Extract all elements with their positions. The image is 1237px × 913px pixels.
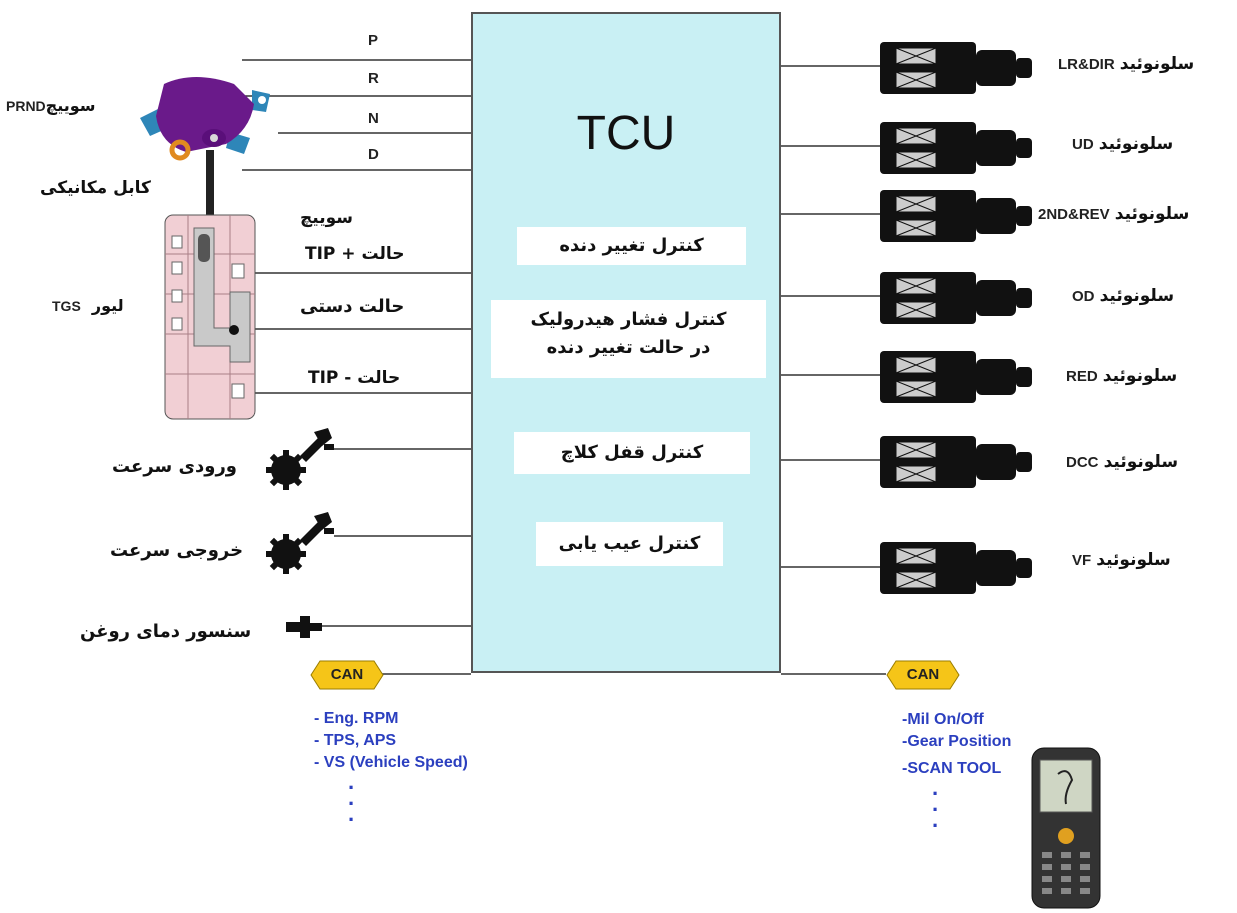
manual-mode-label: حالت دستی bbox=[300, 296, 405, 317]
speed-in-label: ورودی سرعت bbox=[112, 456, 237, 477]
tgs-lever-icon bbox=[164, 214, 256, 420]
solenoid-label-red: RED سلونوئید bbox=[1066, 366, 1177, 386]
signal-r-label: R bbox=[368, 70, 379, 87]
can-tag-right: CAN bbox=[886, 660, 960, 690]
signal-d-label: D bbox=[368, 146, 379, 163]
solenoid-ud-icon bbox=[880, 122, 1032, 174]
tcu-title: TCU bbox=[576, 107, 676, 160]
solenoid-2nd-rev-icon bbox=[880, 190, 1032, 242]
lever-word: لیور bbox=[91, 296, 124, 315]
mechanical-cable bbox=[206, 150, 214, 216]
solenoid-label-dcc: DCC سلونوئید bbox=[1066, 452, 1178, 472]
cable-label: کابل مکانیکی bbox=[40, 178, 151, 198]
solenoid-label-lr-dir: LR&DIR سلونوئید bbox=[1058, 54, 1194, 74]
solenoid-word: سلونوئید bbox=[1099, 286, 1175, 306]
can-right-label: CAN bbox=[906, 666, 940, 683]
oil-temp-sensor-icon bbox=[286, 616, 322, 638]
scan-tool-icon bbox=[1031, 747, 1101, 909]
function-hydraulic-pressure-control: کنترل فشار هیدرولیک در حالت تغییر دنده bbox=[491, 300, 766, 378]
tip-plus-label: حالت + TIP bbox=[305, 244, 405, 264]
can-right-item: -Mil On/Off bbox=[902, 711, 984, 728]
solenoid-code: OD bbox=[1072, 288, 1095, 305]
prnd-switch-icon bbox=[140, 77, 270, 161]
prnd-code: PRND bbox=[6, 98, 46, 114]
can-left-label: CAN bbox=[330, 666, 364, 683]
solenoid-word: سلونوئید bbox=[1098, 134, 1174, 154]
solenoid-red-icon bbox=[880, 351, 1032, 403]
solenoid-code: UD bbox=[1072, 136, 1094, 153]
solenoid-word: سلونوئید bbox=[1103, 452, 1179, 472]
solenoid-label-od: OD سلونوئید bbox=[1072, 286, 1174, 306]
oil-temp-label: سنسور دمای روغن bbox=[80, 621, 252, 642]
solenoid-code: RED bbox=[1066, 368, 1098, 385]
can-left-more-dots: ··· bbox=[348, 775, 356, 832]
solenoid-word: سلونوئید bbox=[1119, 54, 1195, 74]
can-right-item: -Gear Position bbox=[902, 733, 1012, 750]
solenoid-word: سلونوئید bbox=[1096, 550, 1171, 570]
solenoid-label-2nd-rev: 2ND&REV سلونوئید bbox=[1038, 204, 1189, 224]
lever-code: TGS bbox=[52, 298, 81, 314]
lever-label: TGS لیور bbox=[52, 296, 124, 315]
solenoid-label-vf: VF سلونوئید bbox=[1072, 550, 1171, 570]
prnd-switch-word: سوییچ bbox=[45, 96, 96, 115]
solenoid-lr-dir-icon bbox=[880, 42, 1032, 94]
input-speed-sensor-icon bbox=[266, 428, 334, 490]
can-tag-left: CAN bbox=[310, 660, 384, 690]
tip-minus-label: حالت - TIP bbox=[308, 368, 401, 388]
prnd-switch-label: PRNDسوییچ bbox=[6, 96, 96, 115]
function-shift-control: کنترل تغییر دنده bbox=[517, 227, 746, 265]
solenoid-code: 2ND&REV bbox=[1038, 206, 1110, 223]
solenoid-word: سلونوئید bbox=[1114, 204, 1190, 224]
can-right-item: -SCAN TOOL bbox=[902, 760, 1002, 777]
can-left-item: - VS (Vehicle Speed) bbox=[314, 754, 468, 771]
signal-p-label: P bbox=[368, 32, 379, 49]
solenoid-word: سلونوئید bbox=[1102, 366, 1178, 386]
output-speed-sensor-icon bbox=[266, 512, 334, 574]
function-clutch-lock-control: کنترل قفل کلاچ bbox=[514, 432, 750, 474]
solenoid-code: LR&DIR bbox=[1058, 56, 1115, 73]
solenoid-code: VF bbox=[1072, 552, 1092, 569]
switch-label: سوییچ bbox=[300, 208, 353, 228]
solenoid-label-ud: UD سلونوئید bbox=[1072, 134, 1173, 154]
can-right-more-dots: ··· bbox=[932, 781, 940, 838]
solenoid-od-icon bbox=[880, 272, 1032, 324]
solenoid-vf-icon bbox=[880, 542, 1032, 594]
can-left-item: - TPS, APS bbox=[314, 732, 397, 749]
function-diagnostics-control: کنترل عیب یابی bbox=[536, 522, 723, 566]
solenoid-code: DCC bbox=[1066, 454, 1099, 471]
speed-out-label: خروجی سرعت bbox=[110, 540, 244, 561]
signal-n-label: N bbox=[368, 110, 379, 127]
can-left-item: - Eng. RPM bbox=[314, 710, 399, 727]
solenoid-dcc-icon bbox=[880, 436, 1032, 488]
